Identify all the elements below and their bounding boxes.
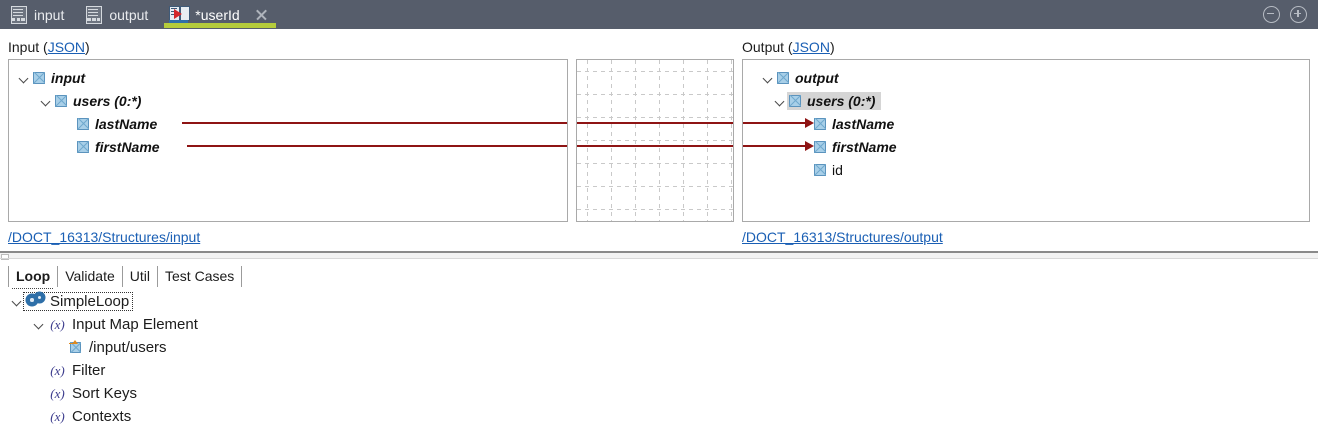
tree-node-label: Sort Keys [72, 384, 138, 402]
output-path-link[interactable]: /DOCT_16313/Structures/output [742, 229, 943, 245]
tree-node-label: Input Map Element [72, 315, 198, 333]
tab-test-cases[interactable]: Test Cases [158, 266, 243, 287]
tree-node-label: firstName [95, 138, 160, 155]
element-icon [789, 94, 801, 107]
bottom-tab-bar: Loop Validate Util Test Cases [8, 265, 243, 289]
element-icon [814, 163, 826, 176]
input-structure-panel[interactable]: input users (0:*) lastName firstName [8, 59, 568, 222]
tree-node-label: input [51, 69, 86, 86]
tree-node-id[interactable]: id [814, 159, 843, 180]
tree-node-simpleloop[interactable]: SimpleLoop [10, 290, 134, 312]
chevron-down-icon[interactable] [773, 94, 786, 107]
input-label-suffix: ) [85, 39, 90, 55]
tab-label: output [109, 6, 149, 23]
tree-node-input-users-ref[interactable]: /input/users [69, 336, 167, 358]
tab-label: *userId [195, 6, 240, 23]
output-label-suffix: ) [829, 39, 835, 55]
mapping-canvas[interactable] [576, 59, 734, 222]
fx-icon: (x) [50, 316, 65, 332]
input-json-link[interactable]: JSON [47, 39, 86, 55]
tree-node-input-map-element[interactable]: (x) Input Map Element [32, 313, 198, 335]
circled-plus-icon[interactable] [1290, 6, 1307, 23]
element-icon [814, 140, 826, 153]
tab-util[interactable]: Util [123, 266, 159, 287]
element-icon [814, 117, 826, 130]
tree-node-label: SimpleLoop [50, 292, 130, 310]
tree-node-label: id [832, 161, 843, 178]
splitter-line-bottom [0, 258, 1318, 259]
horizontal-splitter[interactable] [0, 251, 1318, 260]
mapping-wire-firstname[interactable] [187, 144, 567, 148]
tree-node-firstname[interactable]: firstName [814, 136, 897, 157]
fx-icon: (x) [50, 385, 65, 401]
tree-node-users[interactable]: users (0:*) [39, 90, 141, 111]
mapping-wire-lastname[interactable] [182, 121, 567, 125]
tree-node-label: users (0:*) [807, 92, 876, 109]
tab-output[interactable]: output [75, 0, 159, 29]
tree-node-label: firstName [832, 138, 897, 155]
chevron-down-icon[interactable] [32, 318, 45, 331]
splitter-grip[interactable] [1, 254, 9, 260]
focus-outline: SimpleLoop [23, 291, 134, 311]
tree-node-label: Filter [72, 361, 106, 379]
input-path-link[interactable]: /DOCT_16313/Structures/input [8, 229, 201, 245]
chevron-down-icon[interactable] [39, 94, 52, 107]
tab-validate[interactable]: Validate [58, 266, 123, 287]
input-panel-label: Input (JSON) [8, 39, 90, 55]
tree-node-filter[interactable]: (x) Filter [48, 359, 105, 381]
window-controls [1263, 0, 1318, 29]
output-label-prefix: Output ( [742, 39, 793, 55]
grid-document-icon [85, 6, 103, 24]
splitter-line [0, 251, 1318, 253]
output-panel-label: Output (JSON) [742, 39, 835, 55]
tree-node-firstname[interactable]: firstName [77, 136, 160, 157]
element-icon [55, 94, 67, 107]
editor-tab-bar: input output *userId [0, 0, 1318, 29]
tree-node-output[interactable]: output [761, 67, 839, 88]
element-icon [77, 140, 89, 153]
tree-node-contexts[interactable]: (x) Contexts [48, 405, 131, 427]
tree-node-label: output [795, 69, 839, 86]
output-structure-panel[interactable]: output users (0:*) lastName firstName id [742, 59, 1310, 222]
tree-node-label: Contexts [72, 407, 132, 425]
tab-input[interactable]: input [0, 0, 75, 29]
mapping-wire-lastname-segment[interactable] [577, 121, 733, 125]
element-icon [77, 117, 89, 130]
close-icon[interactable] [255, 8, 268, 21]
tree-node-label: lastName [95, 115, 158, 132]
chevron-down-icon[interactable] [17, 71, 30, 84]
grid-document-icon [10, 6, 27, 24]
tree-node-sort-keys[interactable]: (x) Sort Keys [48, 382, 137, 404]
tree-node-label: lastName [832, 115, 895, 132]
chevron-down-icon[interactable] [10, 295, 23, 308]
tree-node-input[interactable]: input [17, 67, 85, 88]
mapping-wire-firstname-in[interactable] [743, 144, 811, 148]
arrow-head-firstname [805, 140, 814, 151]
tab-userid[interactable]: *userId [159, 0, 278, 29]
arrow-head-lastname [805, 117, 814, 128]
input-label-prefix: Input ( [8, 39, 48, 55]
mapping-wire-lastname-in[interactable] [743, 121, 811, 125]
element-icon [33, 71, 45, 84]
mapping-wire-firstname-segment[interactable] [577, 144, 733, 148]
output-json-link[interactable]: JSON [792, 39, 830, 55]
fx-icon: (x) [50, 408, 65, 424]
tree-node-label: /input/users [89, 338, 167, 356]
tree-node-lastname[interactable]: lastName [77, 113, 157, 134]
selection-highlight: users (0:*) [787, 91, 882, 110]
tree-node-lastname[interactable]: lastName [814, 113, 894, 134]
element-icon [777, 71, 789, 84]
tree-node-users[interactable]: users (0:*) [773, 90, 882, 111]
fx-icon: (x) [50, 362, 65, 378]
chevron-down-icon[interactable] [761, 71, 774, 84]
gears-loop-icon [27, 293, 45, 309]
tree-node-label: users (0:*) [73, 92, 142, 109]
map-transform-icon [169, 6, 191, 23]
circled-minus-icon[interactable] [1263, 6, 1280, 23]
tab-loop[interactable]: Loop [8, 266, 59, 289]
element-reference-icon [69, 340, 83, 354]
tab-label: input [34, 6, 65, 23]
